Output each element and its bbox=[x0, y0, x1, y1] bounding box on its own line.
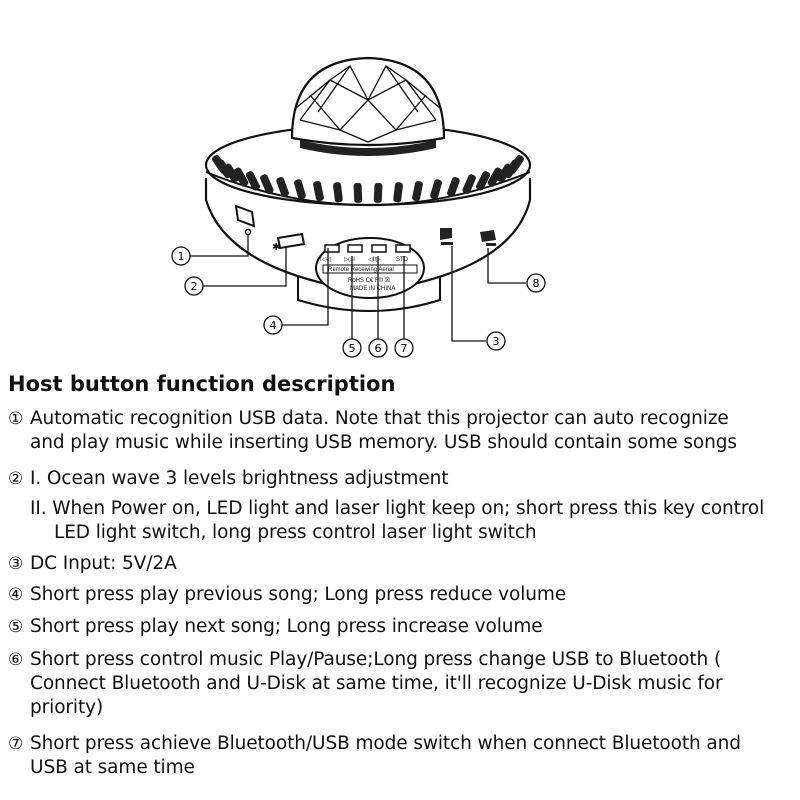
description-item-1: ① Automatic recognition USB data. Note th… bbox=[8, 407, 798, 455]
item-subtext: LED light switch, long press control las… bbox=[54, 522, 537, 543]
callout-circles bbox=[171, 246, 546, 358]
callout-1-label: 1 bbox=[178, 250, 185, 263]
description-item-7: ⑦ Short press achieve Bluetooth/USB mode … bbox=[8, 732, 798, 780]
callout-3-label: 3 bbox=[493, 335, 500, 348]
svg-text:✱: ✱ bbox=[272, 242, 280, 253]
item-number: ⑥ bbox=[8, 650, 24, 670]
section-title: Host button function description bbox=[8, 372, 396, 396]
callout-5-label: 5 bbox=[349, 342, 356, 355]
antenna-label: Remote Receiving Aerial bbox=[328, 267, 394, 273]
item-number: ② bbox=[8, 469, 24, 489]
panel-buttons bbox=[324, 244, 411, 253]
rim-slot bbox=[313, 181, 324, 202]
callout-7-label: 7 bbox=[401, 342, 408, 355]
rim-slot bbox=[233, 167, 249, 187]
callout-7 bbox=[394, 338, 414, 358]
item-text: and play music while inserting USB memor… bbox=[30, 432, 737, 453]
item-number: ① bbox=[8, 409, 24, 429]
description-item-4: ④ Short press play previous song; Long pr… bbox=[8, 583, 798, 607]
callout-8-label: 8 bbox=[533, 277, 540, 290]
rim-slot bbox=[353, 182, 363, 203]
control-panel bbox=[315, 237, 425, 299]
rim-slot bbox=[412, 181, 423, 202]
rim-slot bbox=[508, 154, 524, 174]
button-label-mode: STD bbox=[396, 257, 409, 263]
callout-1 bbox=[171, 246, 191, 266]
callout-6-label: 6 bbox=[375, 342, 382, 355]
rim-slot bbox=[245, 171, 260, 191]
rim-slot bbox=[487, 167, 503, 187]
callout-2-label: 2 bbox=[191, 280, 198, 293]
item-text: Short press achieve Bluetooth/USB mode s… bbox=[30, 733, 741, 754]
button-label-prev: I◁◁ bbox=[320, 257, 331, 263]
description-item-5: ⑤ Short press play next song; Long press … bbox=[8, 615, 798, 639]
origin-label: MADE IN CHINA bbox=[350, 286, 395, 292]
button-label-play: ◁II▷ bbox=[368, 257, 381, 263]
item-number: ④ bbox=[8, 585, 24, 605]
item-number: ⑤ bbox=[8, 617, 24, 637]
item-text: Automatic recognition USB data. Note tha… bbox=[30, 408, 729, 429]
callout-5 bbox=[342, 338, 362, 358]
description-item-3: ③ DC Input: 5V/2A bbox=[8, 552, 798, 576]
rim-slot bbox=[223, 163, 239, 183]
item-text: Short press play previous song; Long pre… bbox=[30, 584, 567, 605]
rim-slots bbox=[212, 154, 524, 203]
callout-lines bbox=[190, 234, 526, 342]
rim-slot bbox=[430, 179, 442, 200]
description-item-2: ② I. Ocean wave 3 levels brightness adjus… bbox=[8, 467, 798, 545]
callout-8 bbox=[526, 273, 546, 293]
button-label-next: ▷▷I bbox=[344, 257, 355, 263]
item-number: ⑦ bbox=[8, 734, 24, 754]
callout-6 bbox=[368, 338, 388, 358]
rim-slot bbox=[333, 182, 343, 203]
item-text: priority) bbox=[30, 697, 104, 718]
rim-slot bbox=[476, 171, 491, 191]
rim-slot bbox=[373, 182, 383, 203]
dome-facets bbox=[295, 65, 441, 143]
description-item-6: ⑥ Short press control music Play/Pause;Lo… bbox=[8, 648, 798, 720]
rim-slot bbox=[260, 174, 274, 194]
product-diagram: ✱ I◁◁ ▷▷I ◁II▷ STD Remote Receiving Aeri… bbox=[171, 56, 546, 358]
cert-label: RoHS C€ F© ☒ bbox=[348, 277, 390, 284]
dc-input-port bbox=[440, 228, 453, 245]
item-subtext: II. When Power on, LED light and laser l… bbox=[30, 498, 765, 519]
rim-slot bbox=[447, 176, 460, 197]
rim-slot bbox=[294, 179, 306, 200]
callout-2 bbox=[184, 276, 204, 296]
rim-slot bbox=[393, 182, 403, 203]
item-text: Short press play next song; Long press i… bbox=[30, 616, 543, 637]
callout-3 bbox=[486, 331, 506, 351]
item-text: DC Input: 5V/2A bbox=[30, 553, 177, 574]
rim-slot bbox=[276, 176, 289, 197]
item-text: Short press control music Play/Pause;Lon… bbox=[30, 649, 722, 670]
callout-4 bbox=[263, 315, 283, 335]
item-text: Connect Bluetooth and U-Disk at same tim… bbox=[30, 673, 723, 694]
item-text: USB at same time bbox=[30, 757, 195, 778]
item-number: ③ bbox=[8, 554, 24, 574]
callout-4-label: 4 bbox=[270, 319, 277, 332]
usb-port bbox=[234, 204, 256, 228]
speaker-icon bbox=[480, 230, 496, 246]
brightness-button bbox=[276, 232, 306, 250]
item-text: I. Ocean wave 3 levels brightness adjust… bbox=[30, 468, 449, 489]
rim-slot bbox=[462, 174, 476, 194]
